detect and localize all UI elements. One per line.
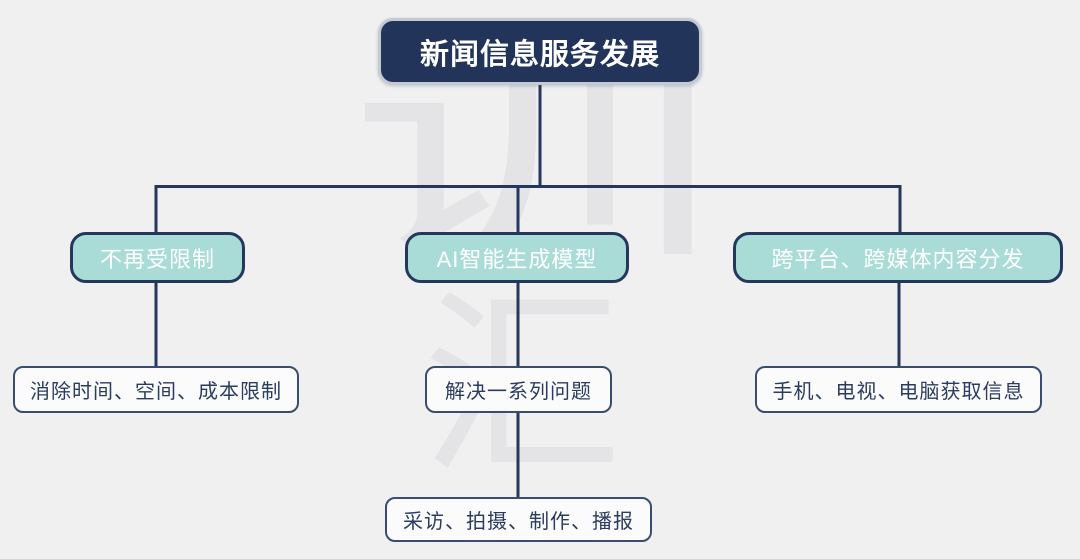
branch-node-label: 不再受限制 [99, 246, 215, 272]
leaf-node-label: 解决一系列问题 [445, 381, 592, 403]
leaf-node-label: 消除时间、空间、成本限制 [30, 381, 282, 403]
root-node-label: 新闻信息服务发展 [419, 38, 660, 71]
root-node[interactable]: 新闻信息服务发展 [378, 18, 702, 85]
leaf-node-solve-problems[interactable]: 解决一系列问题 [425, 366, 612, 413]
branch-node-ai-generation-model[interactable]: AI智能生成模型 [405, 232, 629, 283]
branch-node-cross-platform-distribution[interactable]: 跨平台、跨媒体内容分发 [733, 232, 1063, 283]
leaf-node-label: 手机、电视、电脑获取信息 [772, 381, 1025, 403]
branch-node-label: 跨平台、跨媒体内容分发 [771, 246, 1025, 272]
subleaf-node-label: 采访、拍摄、制作、播报 [403, 511, 634, 533]
subleaf-node-interview-shoot-produce-broadcast[interactable]: 采访、拍摄、制作、播报 [385, 497, 652, 542]
branch-node-label: AI智能生成模型 [436, 246, 598, 272]
leaf-node-devices-get-info[interactable]: 手机、电视、电脑获取信息 [755, 366, 1042, 413]
branch-node-no-longer-restricted[interactable]: 不再受限制 [70, 232, 245, 283]
leaf-node-eliminate-limits[interactable]: 消除时间、空间、成本限制 [13, 366, 299, 413]
